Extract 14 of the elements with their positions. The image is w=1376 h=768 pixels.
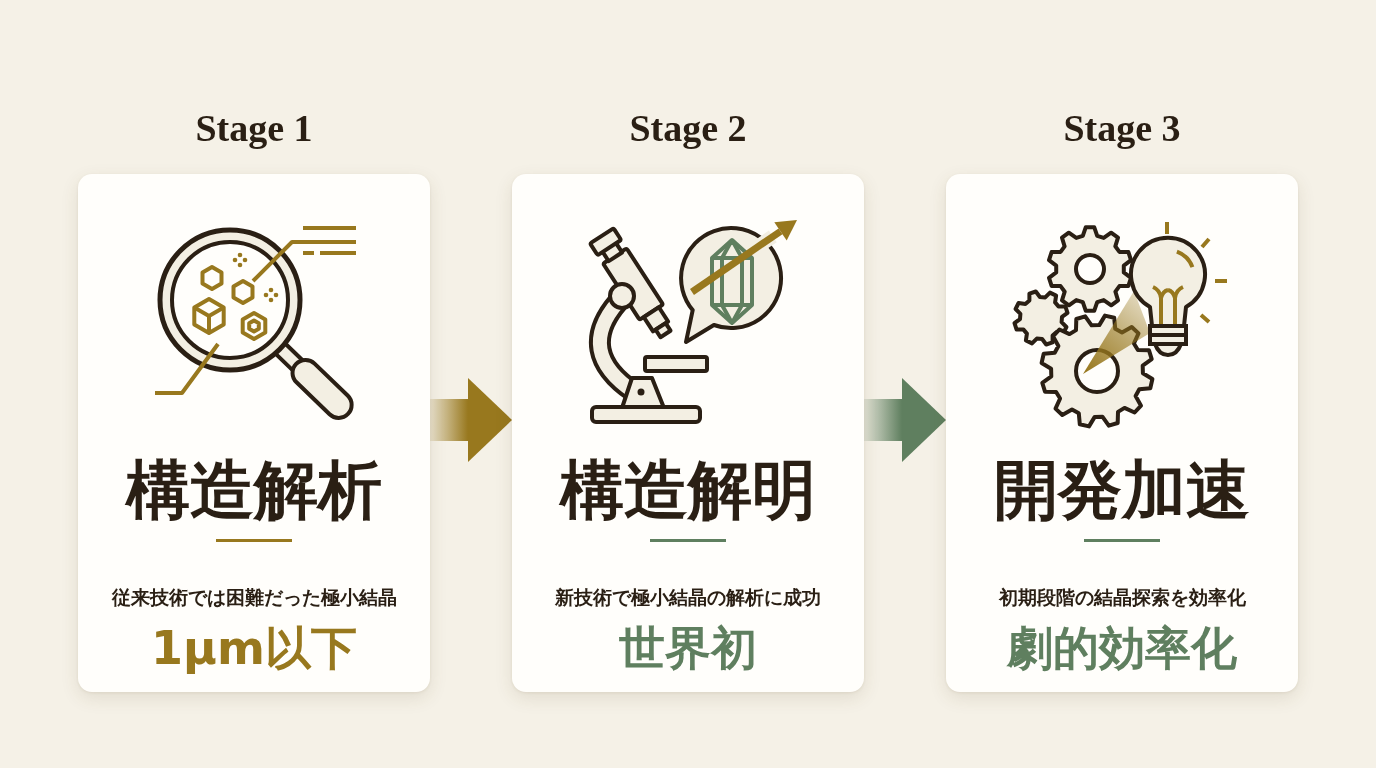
stage-heading: Stage 1: [195, 106, 313, 151]
stage-heading: Stage 2: [629, 106, 747, 151]
highlight-value: 劇的効率化: [1007, 621, 1237, 675]
stage-title: 構造解析: [126, 453, 382, 527]
description-text: 新技術で極小結晶の解析に成功: [555, 585, 821, 610]
highlight-value: 1µm以下: [151, 621, 357, 675]
stage-heading: Stage 3: [1063, 106, 1181, 151]
stage-title: 構造解明: [560, 453, 816, 527]
highlight-value: 世界初: [619, 621, 757, 675]
stage-title: 開発加速: [994, 453, 1250, 527]
arrow: [864, 378, 946, 462]
arrow: [430, 378, 512, 462]
description-text: 初期段階の結晶探索を効率化: [998, 585, 1246, 610]
description-text: 従来技術では困難だった極小結晶: [111, 585, 397, 610]
